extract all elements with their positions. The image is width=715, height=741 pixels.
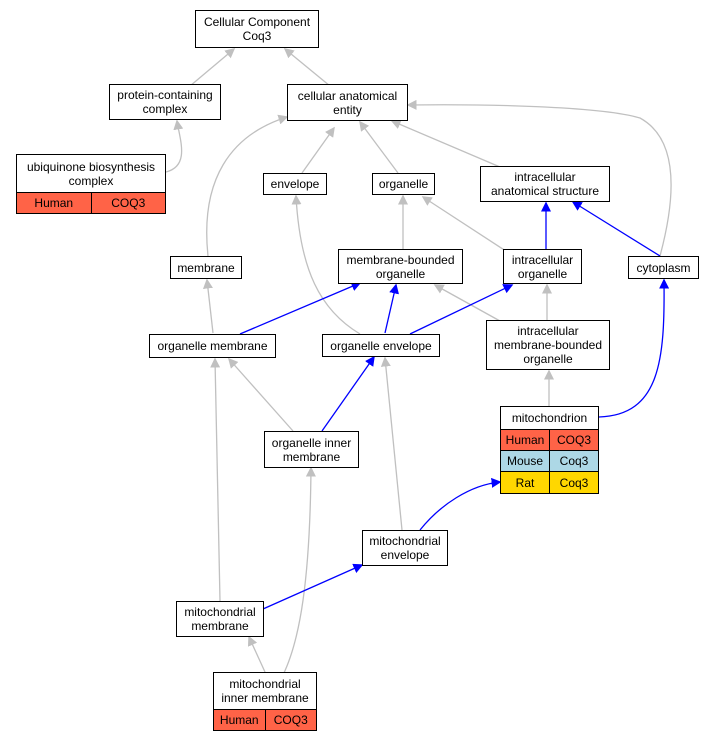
- edge-imbo-to-mbo: [433, 284, 501, 322]
- node-label-line2: Coq3: [242, 29, 272, 43]
- edge-cae-to-root: [283, 48, 331, 87]
- node-label-line1: organelle inner: [271, 435, 352, 450]
- node-intracellular-anatomical-structure[interactable]: intracellular anatomical structure: [480, 166, 610, 202]
- node-label: membrane: [177, 260, 235, 275]
- node-label-line2: entity: [333, 102, 362, 117]
- species-row-rat: Rat Coq3: [501, 471, 598, 493]
- gene-cell: Coq3: [549, 472, 598, 493]
- species-row-human: Human COQ3: [17, 192, 165, 213]
- edge-cytoplasm-to-cae: [406, 99, 672, 257]
- node-label-line1: ubiquinone biosynthesis: [26, 159, 156, 174]
- species-cell: Human: [501, 430, 549, 450]
- node-ubiquinone-biosynthesis-complex[interactable]: ubiquinone biosynthesis complex Human CO…: [16, 154, 166, 214]
- edge-protein-complex-to-root: [189, 48, 236, 87]
- node-label-line1: mitochondrial: [184, 605, 256, 619]
- node-label-line2: organelle: [375, 266, 426, 281]
- edge-mim-to-oim: [282, 466, 316, 676]
- edge-menv-to-mito: [419, 477, 502, 531]
- edge-oe-to-io: [409, 284, 514, 335]
- node-label-line1: intracellular: [517, 324, 579, 338]
- edge-io-to-organelle: [421, 196, 513, 256]
- node-membrane-bounded-organelle[interactable]: membrane-bounded organelle: [338, 249, 463, 284]
- node-label-line1: protein-containing: [117, 88, 213, 102]
- edge-mim-to-mm: [247, 635, 266, 673]
- edge-om-to-mbo: [239, 281, 362, 335]
- node-label-line2: complex: [68, 173, 114, 188]
- node-membrane[interactable]: membrane: [170, 256, 242, 279]
- node-label-line2: complex: [142, 102, 188, 116]
- node-cellular-component-coq3[interactable]: Cellular Component Coq3: [195, 10, 319, 48]
- node-label-line2: organelle: [517, 266, 568, 281]
- node-label: organelle envelope: [330, 338, 432, 353]
- edge-mm-to-om: [210, 357, 221, 602]
- species-row-mouse: Mouse Coq3: [501, 450, 598, 471]
- node-mitochondrial-membrane[interactable]: mitochondrial membrane: [176, 601, 264, 637]
- node-label-line1: mitochondrial: [229, 677, 301, 691]
- edge-menv-to-oe: [380, 356, 403, 531]
- node-label-line1: intracellular: [514, 170, 576, 184]
- node-label-line2: envelope: [380, 548, 430, 562]
- gene-cell: COQ3: [549, 430, 598, 450]
- edge-ias-to-cae: [390, 119, 501, 168]
- node-mitochondrial-inner-membrane[interactable]: mitochondrial inner membrane Human COQ3: [213, 672, 317, 731]
- edge-oim-to-om: [228, 357, 294, 432]
- node-cellular-anatomical-entity[interactable]: cellular anatomical entity: [287, 84, 408, 121]
- node-label: mitochondrion: [511, 411, 588, 425]
- edge-organelle-to-cae: [359, 120, 399, 174]
- node-intracellular-organelle[interactable]: intracellular organelle: [503, 249, 582, 284]
- species-cell: Mouse: [501, 451, 549, 471]
- edge-mito-to-cytoplasm: [598, 278, 670, 418]
- node-label: cytoplasm: [636, 260, 691, 275]
- node-label-line1: mitochondrial: [369, 534, 441, 548]
- node-header: mitochondrion: [501, 407, 598, 429]
- node-organelle[interactable]: organelle: [372, 173, 435, 195]
- species-cell: Rat: [501, 472, 549, 493]
- species-row-human: Human COQ3: [214, 709, 316, 730]
- node-header: ubiquinone biosynthesis complex: [17, 155, 165, 192]
- node-label-line1: cellular anatomical: [297, 88, 398, 103]
- node-label-line2: membrane: [191, 619, 249, 633]
- node-label-line1: membrane-bounded: [346, 252, 455, 267]
- node-organelle-membrane[interactable]: organelle membrane: [149, 334, 276, 358]
- node-header: mitochondrial inner membrane: [214, 673, 316, 709]
- node-intracellular-membrane-bounded-organelle[interactable]: intracellular membrane-bounded organelle: [486, 320, 610, 370]
- node-label-line2: membrane-bounded: [493, 338, 603, 352]
- node-label-line2: anatomical structure: [490, 184, 600, 198]
- node-label-line1: intracellular: [511, 252, 574, 267]
- node-mitochondrion[interactable]: mitochondrion Human COQ3 Mouse Coq3 Rat …: [500, 406, 599, 494]
- node-label-line2: inner membrane: [221, 691, 309, 705]
- edge-membrane-to-cae: [206, 114, 289, 257]
- edge-cytoplasm-to-ias: [571, 201, 661, 257]
- gene-cell: Coq3: [549, 451, 598, 471]
- node-label-line3: organelle: [523, 352, 573, 366]
- node-label-line2: membrane: [282, 449, 341, 464]
- edge-ubiquinone-to-protein-complex: [165, 119, 184, 173]
- species-cell: Human: [214, 710, 265, 730]
- node-label: organelle: [378, 177, 429, 191]
- edge-oe-to-mbo: [384, 283, 399, 334]
- node-label: organelle membrane: [157, 339, 268, 353]
- species-cell: Human: [17, 193, 91, 213]
- edge-om-to-membrane: [202, 278, 214, 334]
- gene-cell: COQ3: [264, 710, 316, 730]
- node-organelle-envelope[interactable]: organelle envelope: [322, 334, 440, 357]
- node-cytoplasm[interactable]: cytoplasm: [628, 256, 699, 279]
- node-protein-containing-complex[interactable]: protein-containing complex: [109, 84, 221, 120]
- node-envelope[interactable]: envelope: [263, 173, 327, 195]
- node-organelle-inner-membrane[interactable]: organelle inner membrane: [264, 431, 359, 468]
- edge-envelope-to-cae: [301, 126, 335, 174]
- node-mitochondrial-envelope[interactable]: mitochondrial envelope: [362, 530, 448, 566]
- edge-oe-to-envelope: [291, 194, 361, 335]
- species-row-human: Human COQ3: [501, 429, 598, 450]
- node-label: envelope: [270, 177, 320, 191]
- edge-mm-to-menv: [262, 563, 364, 610]
- node-label-line1: Cellular Component: [203, 15, 311, 29]
- edge-oim-to-oe: [321, 355, 375, 432]
- gene-cell: COQ3: [90, 193, 165, 213]
